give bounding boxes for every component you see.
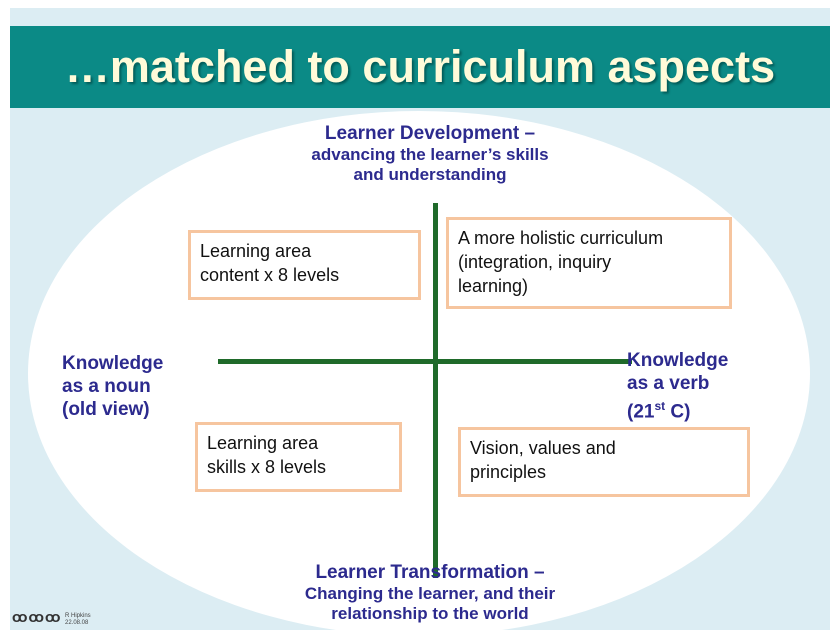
- right-pole-label: Knowledge as a verb (21st C): [627, 349, 728, 423]
- slide-title: …matched to curriculum aspects: [64, 41, 776, 92]
- top-pole-label: Learner Development – advancing the lear…: [240, 123, 620, 185]
- top-pole-line1: advancing the learner’s skills: [311, 145, 549, 164]
- right-pole-line3-sup: st: [654, 399, 666, 413]
- footer-author: R Hipkins: [65, 613, 91, 619]
- footer-credit: R Hipkins 22.08.08: [65, 613, 91, 627]
- quadrant-bottom-left-box: Learning area skills x 8 levels: [195, 422, 402, 492]
- right-pole-line2: as a verb: [627, 373, 710, 394]
- right-pole-line3: (21st C): [627, 395, 728, 423]
- quadrant-top-right-line1: A more holistic curriculum: [458, 228, 664, 248]
- top-pole-heading: Learner Development –: [324, 123, 536, 144]
- background-ellipse: [28, 111, 810, 630]
- quadrant-top-right-line2: (integration, inquiry: [458, 252, 612, 272]
- quadrant-top-left-line1: Learning area: [200, 241, 312, 261]
- footer-logo: ꝎꝎꝎ: [12, 613, 62, 625]
- bottom-pole-heading: Learner Transformation –: [315, 562, 545, 583]
- top-pole-line2: and understanding: [353, 165, 507, 184]
- right-pole-line3-suffix: C): [665, 401, 691, 423]
- quadrant-bottom-right-box: Vision, values and principles: [458, 427, 750, 497]
- quadrant-bottom-left-line2: skills x 8 levels: [207, 457, 327, 477]
- footer-date: 22.08.08: [65, 620, 89, 626]
- horizontal-axis: [218, 359, 632, 364]
- left-pole-line2: as a noun: [62, 376, 151, 397]
- quadrant-bottom-right-line2: principles: [470, 462, 547, 482]
- quadrant-bottom-right-line1: Vision, values and: [470, 438, 616, 458]
- quadrant-top-right-box: A more holistic curriculum (integration,…: [446, 217, 732, 309]
- quadrant-top-right-line3: learning): [458, 276, 529, 296]
- quadrant-top-left-line2: content x 8 levels: [200, 265, 340, 285]
- left-pole-label: Knowledge as a noun (old view): [62, 352, 163, 421]
- bottom-pole-line2: relationship to the world: [331, 604, 529, 623]
- bottom-pole-label: Learner Transformation – Changing the le…: [220, 562, 640, 624]
- left-pole-line3: (old view): [62, 399, 150, 420]
- quadrant-bottom-left-line1: Learning area: [207, 433, 319, 453]
- title-bar: …matched to curriculum aspects: [10, 26, 830, 108]
- right-pole-line1: Knowledge: [627, 350, 729, 371]
- quadrant-top-left-box: Learning area content x 8 levels: [188, 230, 421, 300]
- left-pole-line1: Knowledge: [62, 353, 164, 374]
- slide: …matched to curriculum aspects Learner D…: [10, 8, 830, 630]
- bottom-pole-line1: Changing the learner, and their: [304, 584, 556, 603]
- vertical-axis: [433, 203, 438, 578]
- right-pole-line3-prefix: (21: [627, 401, 655, 423]
